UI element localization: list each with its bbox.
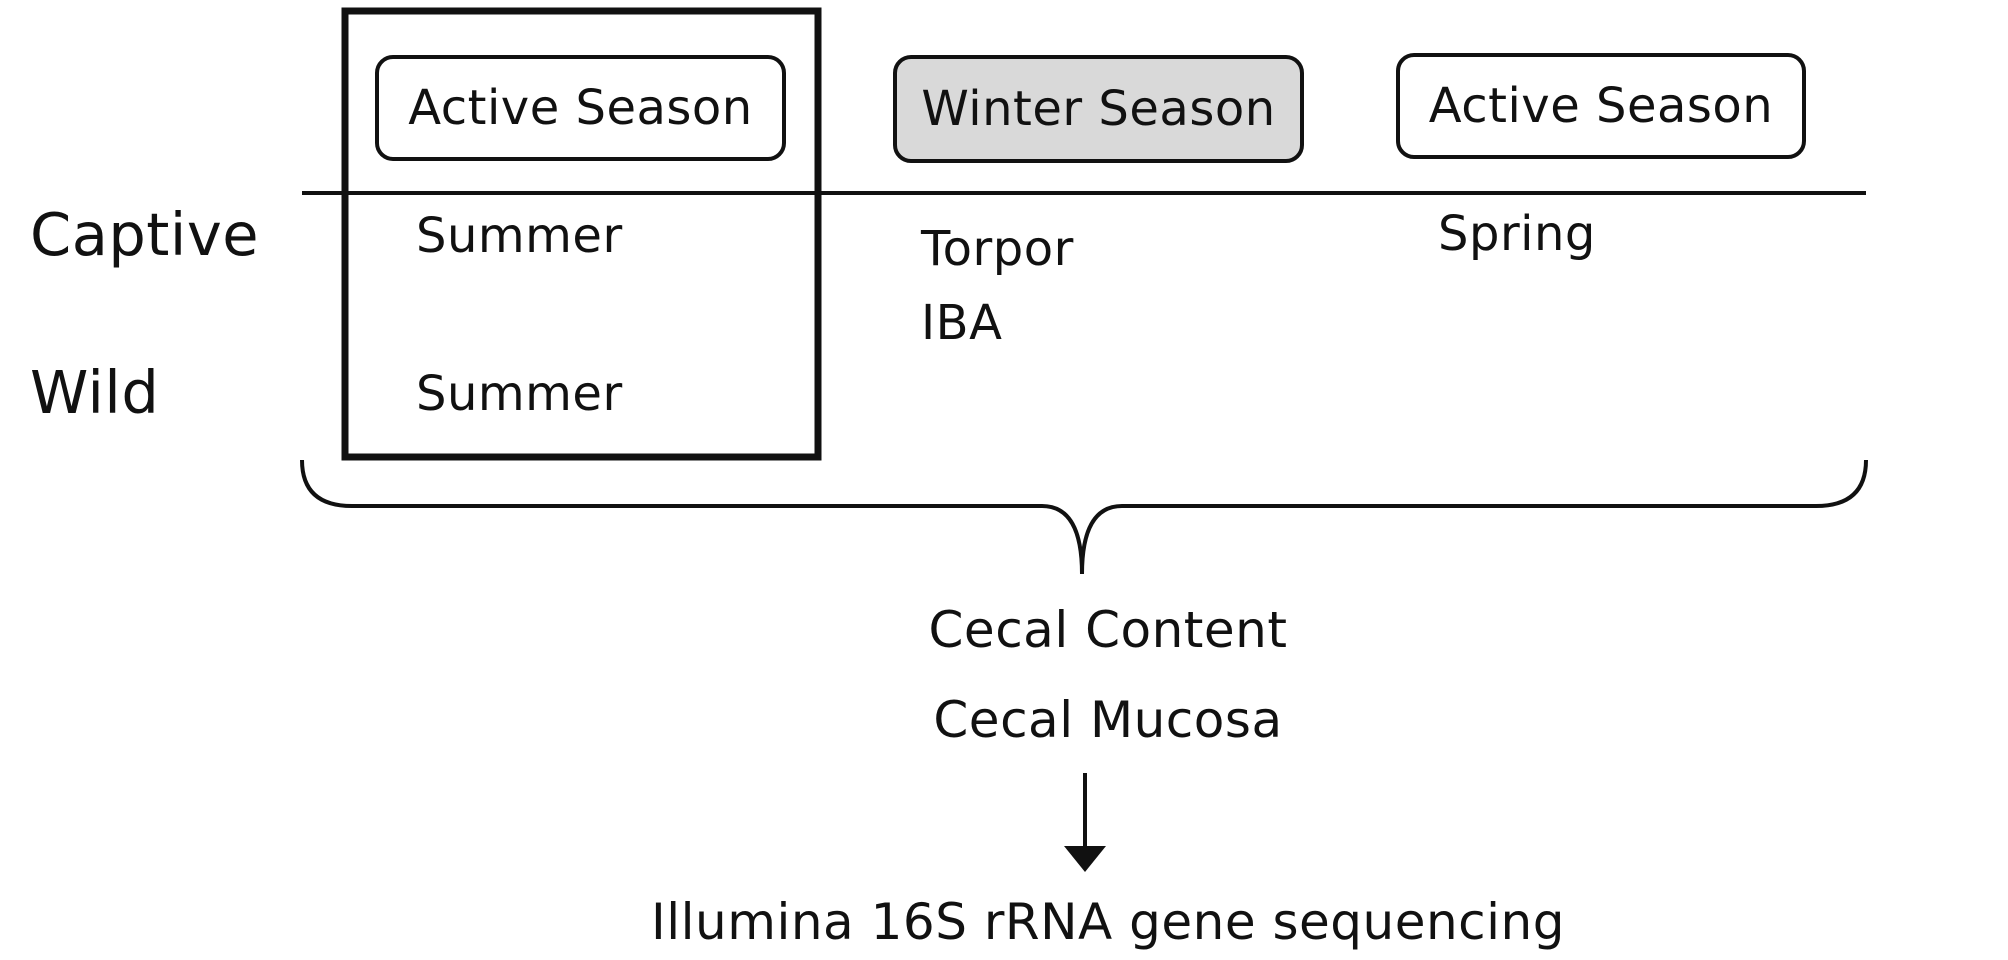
sample-cecal-content: Cecal Content <box>928 601 1288 659</box>
cell-captive-winter: Torpor IBA <box>921 221 1074 351</box>
season-box-active-1: Active Season <box>375 55 786 161</box>
method-label: Illumina 16S rRNA gene sequencing <box>651 893 1565 951</box>
row-label-captive: Captive <box>30 200 260 269</box>
season-label-winter: Winter Season <box>921 81 1276 137</box>
cell-captive-spring: Spring <box>1438 206 1596 262</box>
season-box-active-2: Active Season <box>1396 53 1806 159</box>
sample-cecal-mucosa: Cecal Mucosa <box>933 691 1283 749</box>
cell-captive-summer: Summer <box>416 208 623 264</box>
season-label-active-2: Active Season <box>1428 78 1774 134</box>
summer-highlight-box <box>341 7 822 461</box>
arrow-head <box>1064 846 1106 872</box>
season-label-active-1: Active Season <box>408 80 753 136</box>
row-label-wild: Wild <box>30 358 160 427</box>
grouping-brace <box>300 459 1868 575</box>
season-box-winter: Winter Season <box>893 55 1304 163</box>
cell-wild-summer: Summer <box>416 366 623 422</box>
